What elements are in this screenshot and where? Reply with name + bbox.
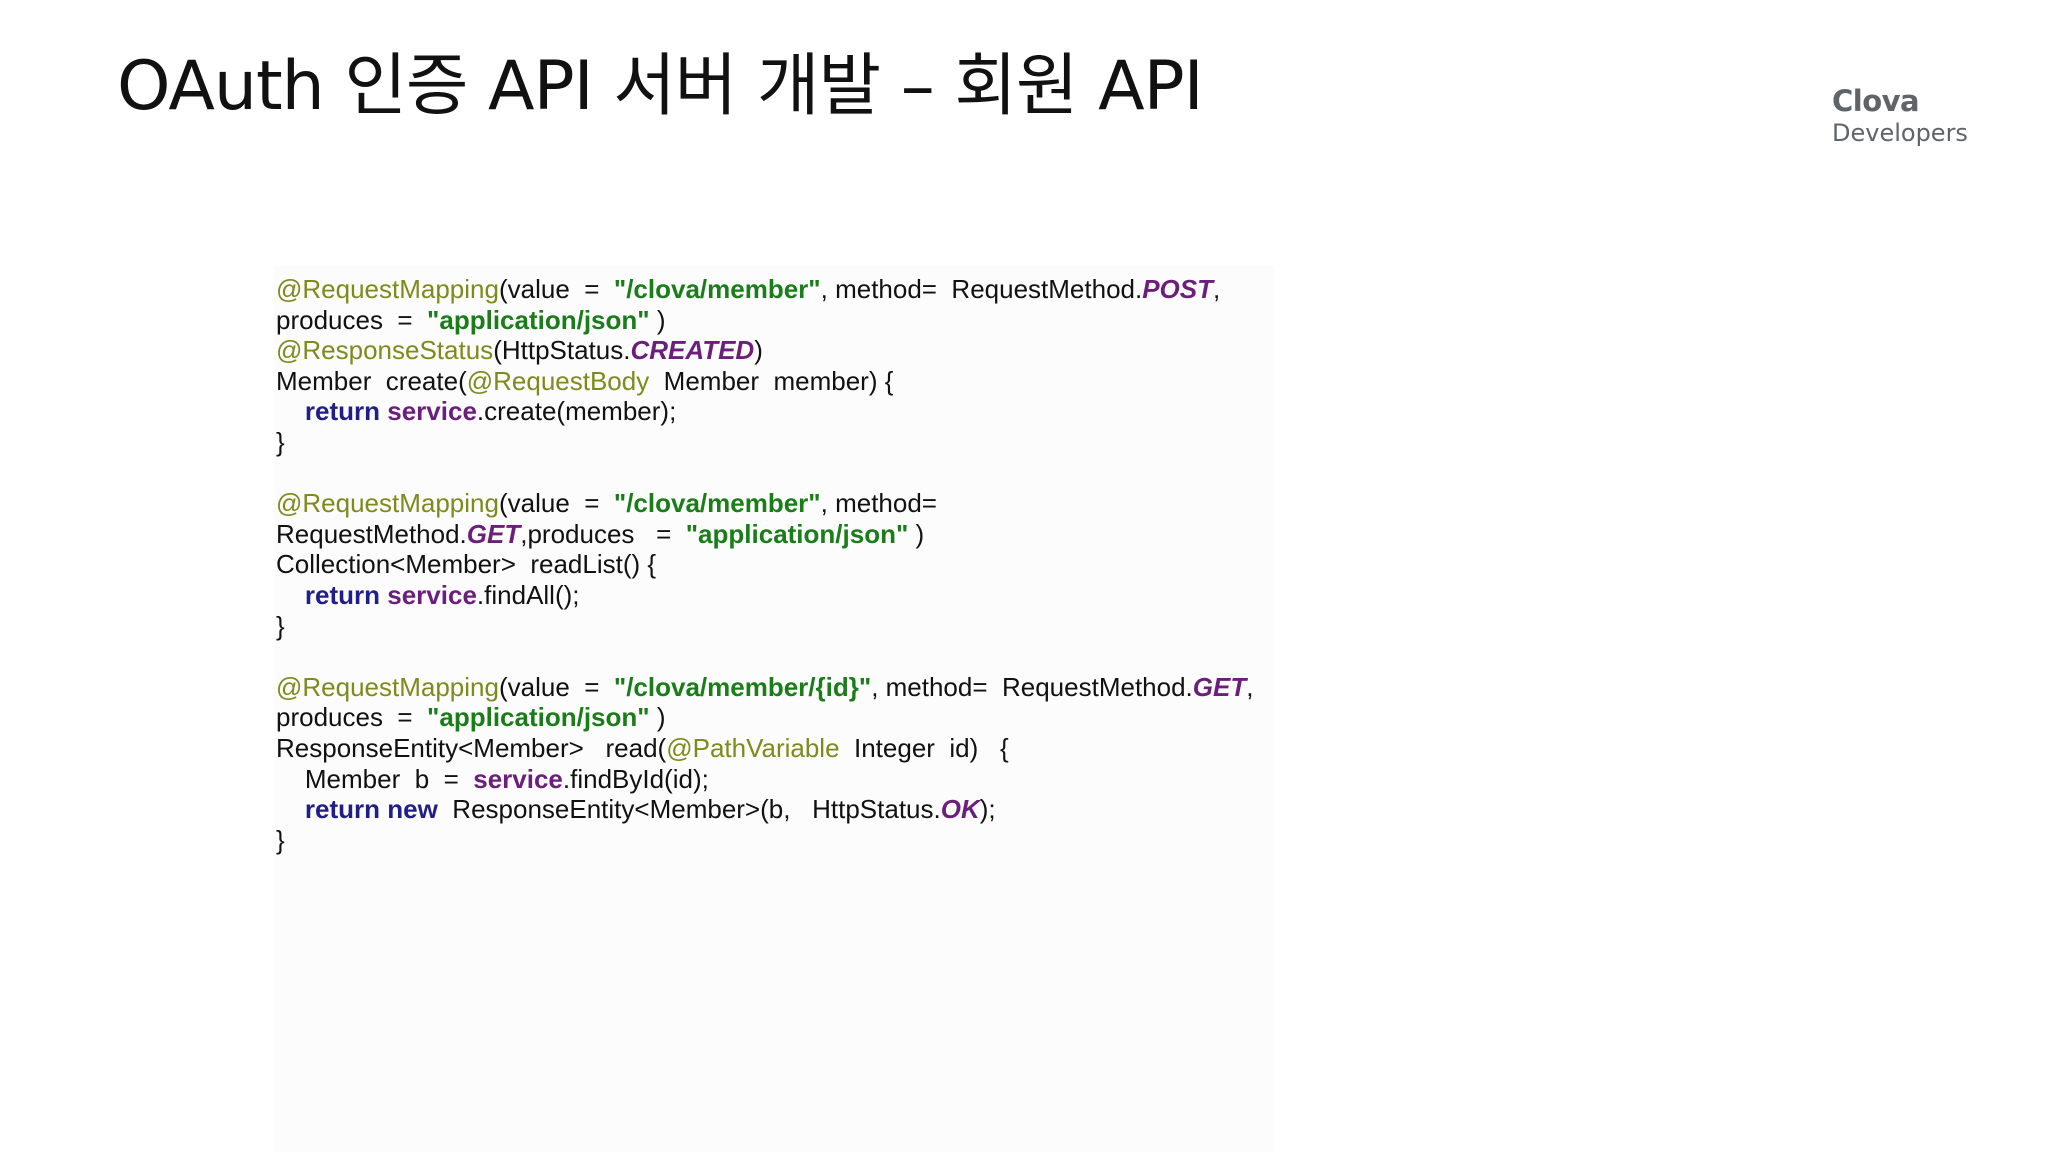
code-field: service xyxy=(387,396,477,427)
code-text: Collection<Member> readList() { xyxy=(276,549,657,580)
code-line: produces = "application/json" ) xyxy=(276,702,1253,733)
code-text: .findById(id); xyxy=(562,763,709,794)
code-text: ,produces = xyxy=(520,518,686,549)
code-text xyxy=(276,396,305,426)
code-line: return service.findAll(); xyxy=(276,580,1253,611)
code-text: produces = xyxy=(276,304,428,335)
code-text: Integer id) { xyxy=(839,732,1009,763)
code-string: "/clova/member" xyxy=(613,274,821,304)
code-line: } xyxy=(276,427,1253,458)
code-annotation: @RequestMapping xyxy=(276,488,499,519)
code-line: } xyxy=(276,825,1253,856)
code-constant: POST xyxy=(1142,274,1214,304)
code-line: } xyxy=(276,611,1253,642)
code-constant: CREATED xyxy=(630,335,755,366)
code-text: , xyxy=(1246,671,1254,702)
code-string: "/clova/member/{id}" xyxy=(613,671,872,702)
code-field: service xyxy=(473,763,563,794)
code-line: ResponseEntity<Member> read(@PathVariabl… xyxy=(276,733,1253,764)
code-line: Collection<Member> readList() { xyxy=(276,549,1253,580)
code-panel-background xyxy=(274,266,1274,1152)
code-string: "/clova/member" xyxy=(613,488,821,519)
code-annotation: @RequestMapping xyxy=(276,671,499,702)
code-text: Member create( xyxy=(276,365,467,396)
code-line: @RequestMapping(value = "/clova/member",… xyxy=(276,274,1253,305)
code-field: service xyxy=(387,579,477,610)
code-line: @ResponseStatus(HttpStatus.CREATED) xyxy=(276,335,1253,366)
code-string: "application/json" xyxy=(685,518,909,549)
code-annotation: @ResponseStatus xyxy=(276,335,494,366)
code-text: } xyxy=(276,610,285,641)
code-text: Member member) { xyxy=(649,365,894,396)
code-text: ) xyxy=(754,335,763,366)
code-text: (value = xyxy=(498,274,614,304)
code-text: (value = xyxy=(498,488,614,519)
code-text: .create(member); xyxy=(476,396,677,427)
brand-logo: Clova Developers xyxy=(1832,84,1968,148)
code-line: produces = "application/json" ) xyxy=(276,305,1253,336)
code-constant: GET xyxy=(466,518,521,549)
code-line: return service.create(member); xyxy=(276,396,1253,427)
code-text: , method= xyxy=(820,488,937,519)
code-line: RequestMethod.GET,produces = "applicatio… xyxy=(276,519,1253,550)
code-keyword: new xyxy=(387,794,438,825)
code-annotation: @PathVariable xyxy=(666,732,840,763)
code-text: .findAll(); xyxy=(476,579,580,610)
code-line: @RequestMapping(value = "/clova/member",… xyxy=(276,488,1253,519)
brand-subtitle: Developers xyxy=(1832,119,1968,147)
code-text: , method= RequestMethod. xyxy=(871,671,1193,702)
code-string: "application/json" xyxy=(427,304,650,335)
code-text: ) xyxy=(908,518,925,549)
code-text xyxy=(276,580,305,610)
code-keyword: return xyxy=(304,579,381,610)
code-text: (HttpStatus. xyxy=(493,335,631,366)
code-text: (value = xyxy=(498,671,614,702)
code-text: ) xyxy=(649,702,666,733)
code-text: RequestMethod. xyxy=(276,518,467,549)
code-text: produces = xyxy=(276,702,428,733)
code-constant: GET xyxy=(1192,671,1247,702)
code-annotation: @RequestBody xyxy=(466,365,650,396)
code-constant: OK xyxy=(940,794,980,825)
code-line xyxy=(276,641,1253,672)
code-block: @RequestMapping(value = "/clova/member",… xyxy=(276,274,1253,855)
code-line xyxy=(276,458,1253,489)
code-text: ResponseEntity<Member>(b, HttpStatus. xyxy=(437,794,941,825)
slide-title: OAuth 인증 API 서버 개발 – 회원 API xyxy=(117,47,1204,126)
code-string: "application/json" xyxy=(427,702,650,733)
code-text: } xyxy=(276,824,285,855)
code-line: Member create(@RequestBody Member member… xyxy=(276,366,1253,397)
code-text: , xyxy=(1213,274,1221,304)
code-line: Member b = service.findById(id); xyxy=(276,764,1253,795)
code-line: return new ResponseEntity<Member>(b, Htt… xyxy=(276,794,1253,825)
code-text: } xyxy=(276,426,285,457)
code-text: , method= RequestMethod. xyxy=(820,274,1143,304)
code-keyword: return xyxy=(304,396,381,427)
brand-name: Clova xyxy=(1832,84,1920,118)
code-text: Member b = xyxy=(276,763,474,794)
code-text: ResponseEntity<Member> read( xyxy=(276,732,667,763)
code-text: ); xyxy=(979,794,996,825)
code-text xyxy=(276,794,305,824)
code-line: @RequestMapping(value = "/clova/member/{… xyxy=(276,672,1253,703)
code-annotation: @RequestMapping xyxy=(276,274,499,304)
code-keyword: return xyxy=(304,794,381,825)
code-text: ) xyxy=(649,304,666,335)
